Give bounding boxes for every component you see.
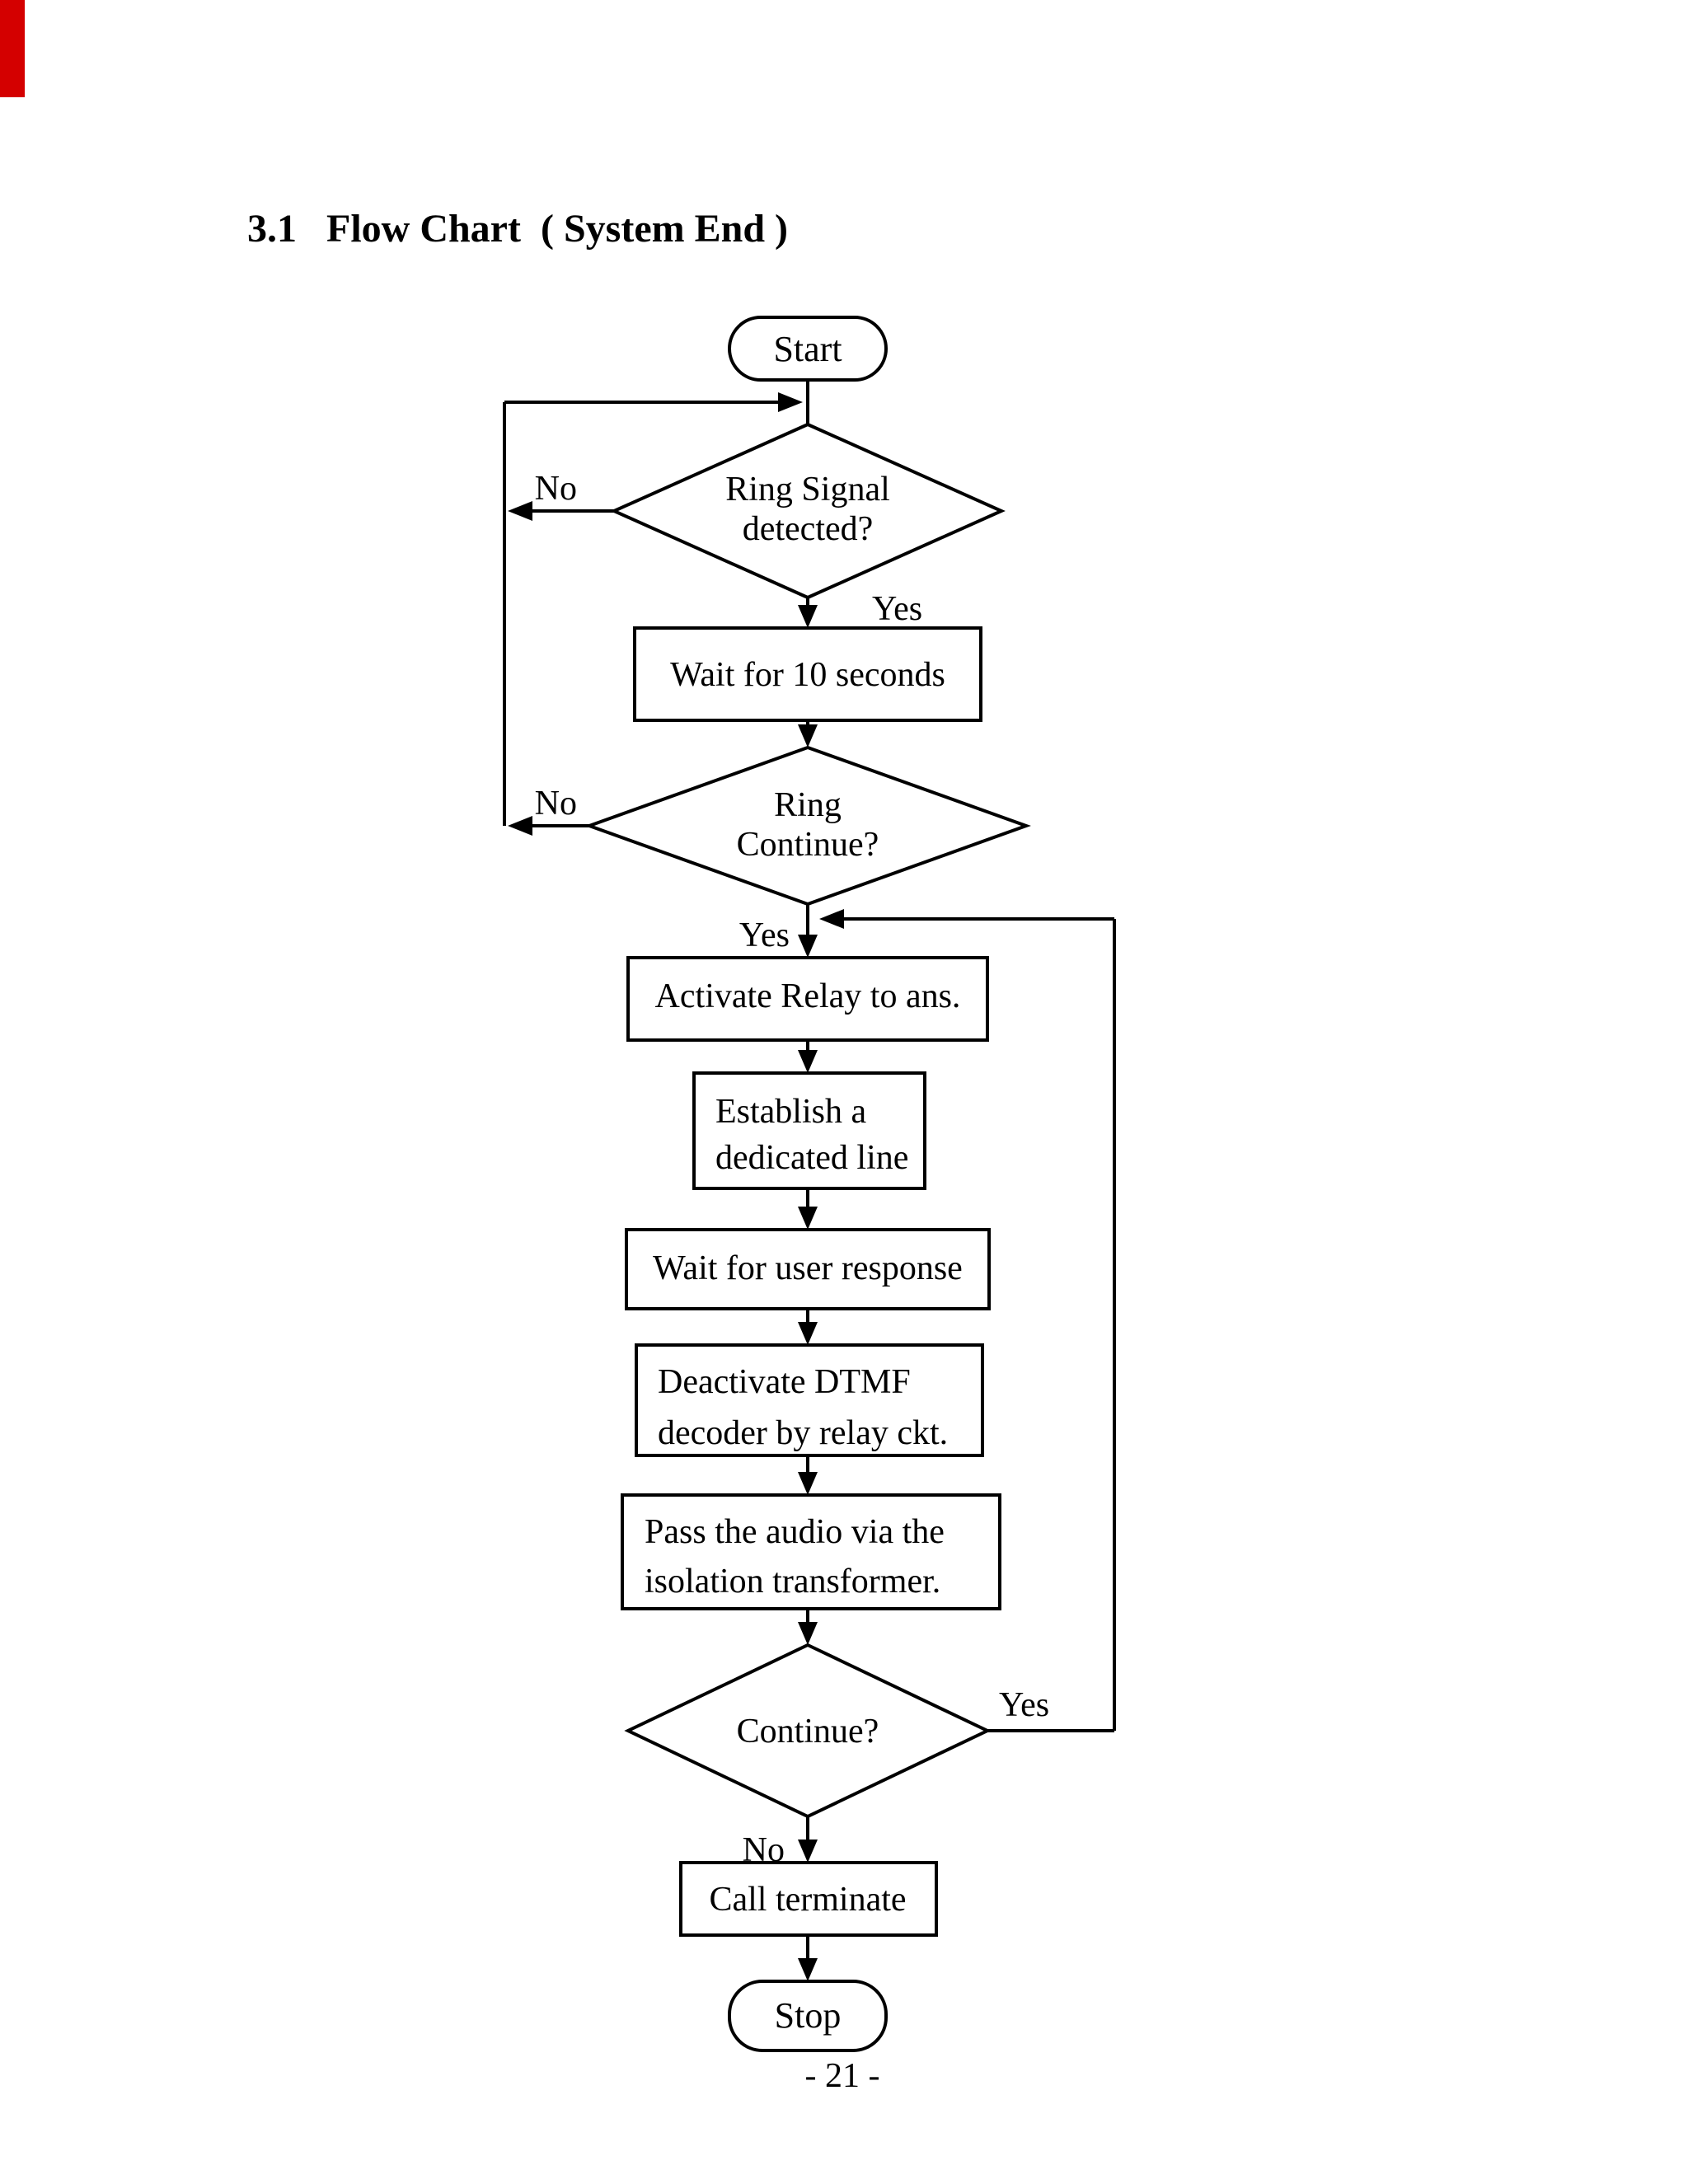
arrowhead-left-feedback bbox=[819, 909, 844, 929]
pass-audio-label-line1: Pass the audio via the bbox=[645, 1513, 945, 1551]
ring-signal-no-label: No bbox=[535, 470, 577, 508]
page-number: - 21 - bbox=[805, 2057, 880, 2095]
call-terminate-process bbox=[679, 1861, 938, 1937]
arrowhead-left-no2 bbox=[508, 816, 532, 836]
arrowhead-down-wait10 bbox=[798, 605, 818, 628]
establish-line-process bbox=[692, 1071, 926, 1190]
deactivate-dtmf-process bbox=[635, 1343, 984, 1457]
ring-continue-label-line1: Ring bbox=[774, 786, 842, 824]
arrowhead-down-callterminate bbox=[798, 1840, 818, 1863]
establish-line-label-line1: Establish a bbox=[715, 1093, 866, 1131]
pass-audio-process bbox=[621, 1493, 1001, 1610]
arrowhead-down-continue bbox=[798, 1622, 818, 1645]
arrowhead-down-activate bbox=[798, 935, 818, 958]
arrowhead-left-no1 bbox=[508, 501, 532, 521]
establish-line-label-line2: dedicated line bbox=[715, 1139, 908, 1177]
deactivate-dtmf-label-line1: Deactivate DTMF bbox=[658, 1363, 911, 1401]
start-label: Start bbox=[773, 329, 842, 369]
ring-signal-yes-label: Yes bbox=[872, 590, 922, 628]
arrowhead-down-ringcontinue bbox=[798, 724, 818, 748]
ring-continue-yes-label: Yes bbox=[739, 916, 790, 954]
arrowhead-down-deactivate bbox=[798, 1322, 818, 1345]
activate-relay-label: Activate Relay to ans. bbox=[655, 977, 961, 1015]
arrowhead-down-stop bbox=[798, 1958, 818, 1981]
arrowhead-down-passaudio bbox=[798, 1472, 818, 1495]
section-title: 3.1 Flow Chart ( System End ) bbox=[247, 207, 788, 251]
stop-terminator bbox=[728, 1980, 888, 2052]
scan-edge-artifact bbox=[0, 0, 25, 97]
activate-relay-process bbox=[626, 956, 989, 1042]
ring-continue-label-line2: Continue? bbox=[737, 826, 879, 864]
wait-10-seconds-process bbox=[633, 626, 982, 722]
wait-user-response-label: Wait for user response bbox=[653, 1249, 963, 1287]
arrowhead-right-reentry bbox=[778, 392, 803, 412]
arrowhead-down-establish bbox=[798, 1050, 818, 1073]
call-terminate-label: Call terminate bbox=[709, 1881, 906, 1919]
wait-10-seconds-label: Wait for 10 seconds bbox=[670, 656, 945, 694]
continue-yes-label: Yes bbox=[999, 1686, 1049, 1724]
ring-signal-label-line2: detected? bbox=[743, 510, 874, 548]
ring-continue-no-label: No bbox=[535, 785, 577, 823]
arrowhead-down-waituser bbox=[798, 1207, 818, 1230]
pass-audio-label-line2: isolation transformer. bbox=[645, 1563, 940, 1601]
stop-label: Stop bbox=[775, 1995, 842, 2036]
ring-signal-label-line1: Ring Signal bbox=[725, 471, 890, 509]
continue-label: Continue? bbox=[737, 1713, 879, 1750]
deactivate-dtmf-label-line2: decoder by relay ckt. bbox=[658, 1414, 948, 1452]
